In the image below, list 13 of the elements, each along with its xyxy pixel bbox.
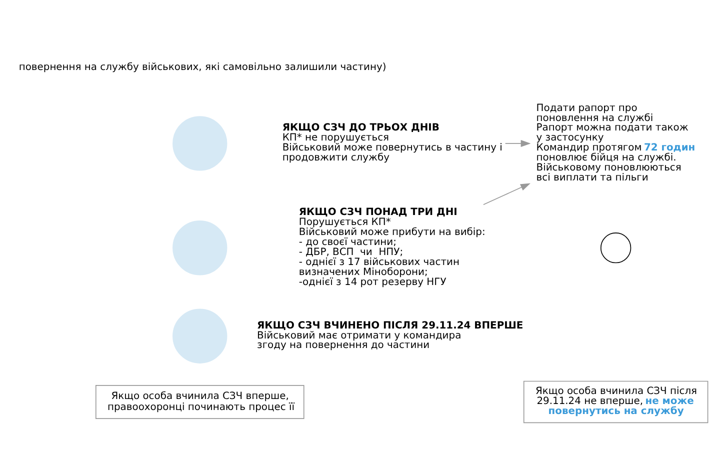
node-person bbox=[172, 220, 228, 276]
node-text: ЯКЩО СЗЧ ВЧИНЕНО ПІСЛЯ 29.11.24 ВПЕРШЕ Військовий має отримати у командира згоду на повернення до частини bbox=[257, 320, 524, 352]
node-text: Подати рапорт про поновлення на службі Рапорт можна подати також у застосунку Командир протягом 72 годин поновлює бійця на службі. Військовому поновлюються всі виплати та пільги bbox=[536, 102, 696, 184]
node-box: Якщо особа вчинила СЗЧ після 29.11.24 не вперше, не може повернутись на службу bbox=[523, 380, 708, 424]
node-box: Якщо особа вчинила СЗЧ вперше, правоохоронці починають процес її bbox=[95, 384, 304, 419]
node-person bbox=[172, 308, 228, 364]
node-text: ЯКЩО СЗЧ ПОНАД ТРИ ДНІ Порушується КП* Військовий може прибути на вибір: - до своєї частини; - ДБР, ВСП чи НПУ; - однієї з 17 військових частин визначених Міноборони; -однієї з 14 рот резерву НГУ bbox=[298, 207, 486, 288]
label: повернення на службу військових, які самовільно залишили частину) bbox=[18, 62, 386, 73]
arrow bbox=[483, 183, 530, 206]
arrow bbox=[504, 140, 531, 147]
node-person bbox=[172, 116, 228, 171]
node-circle bbox=[600, 232, 632, 264]
node-text: ЯКЩО СЗЧ ДО ТРЬОХ ДНІВ КП* не порушується Військовий може повернутись в частину і продовжити службу bbox=[282, 122, 502, 164]
